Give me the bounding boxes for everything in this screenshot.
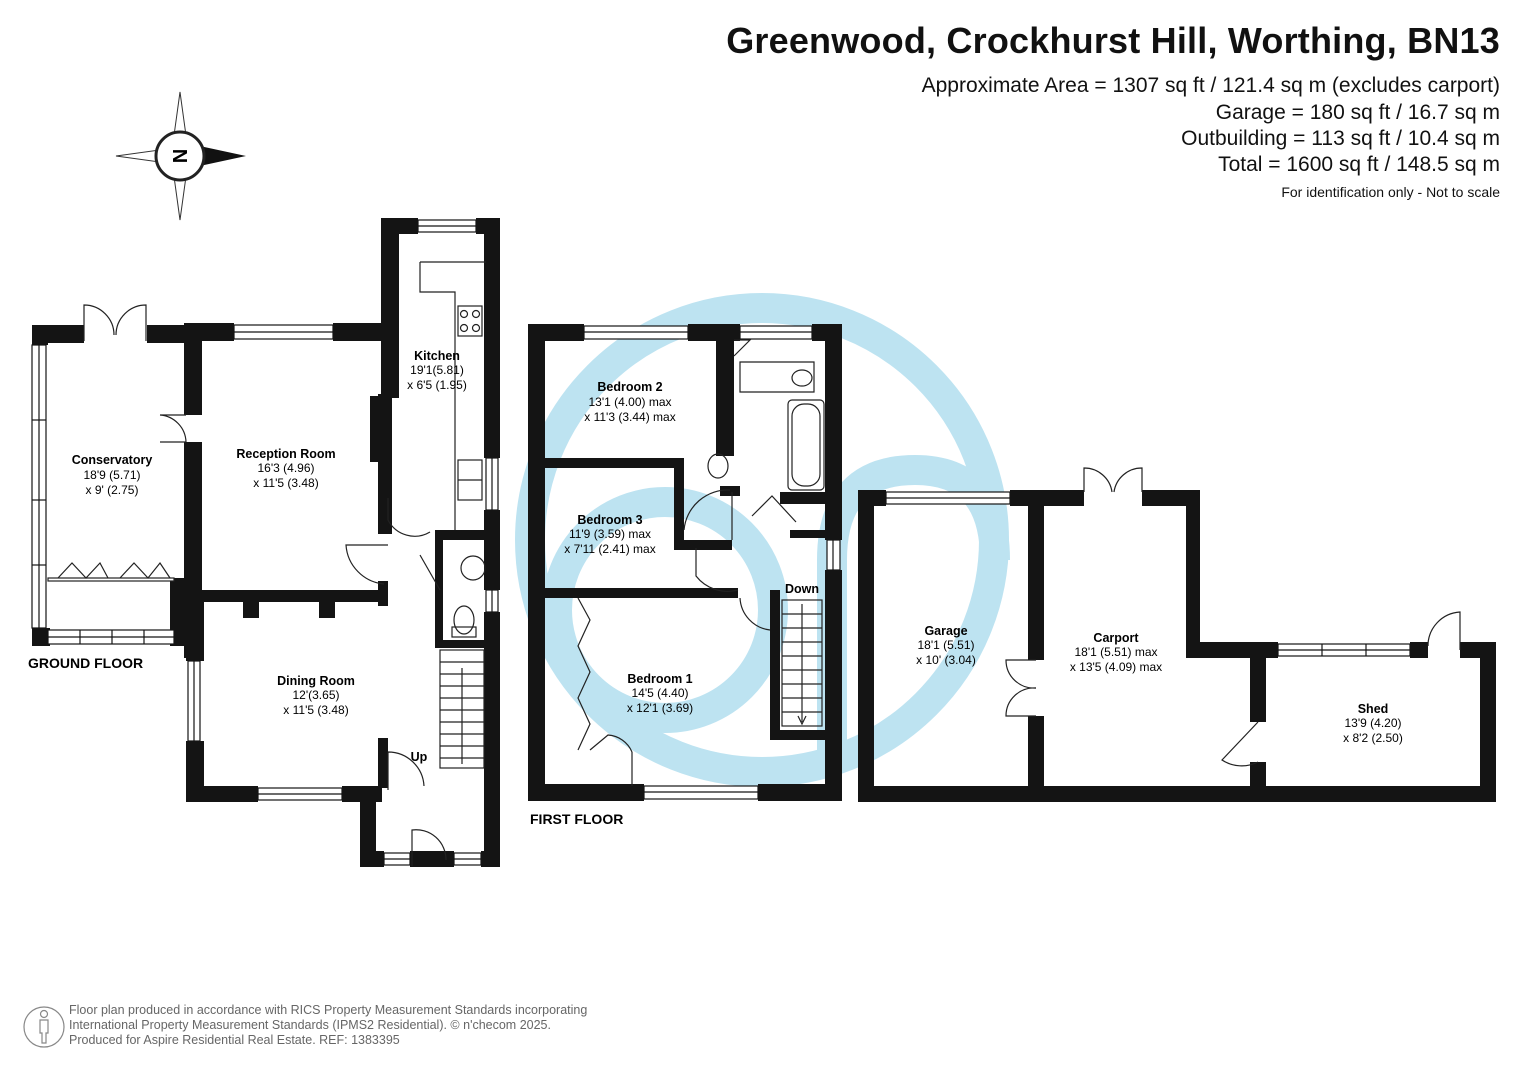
scale-note: For identification only - Not to scale — [1281, 184, 1500, 200]
room-name-garage: Garage — [924, 624, 967, 638]
room-name-reception: Reception Room — [236, 447, 335, 461]
first-floor-walls — [528, 324, 842, 801]
area-outbuilding: Outbuilding = 113 sq ft / 10.4 sq m — [1181, 127, 1500, 150]
footer-line-1: Floor plan produced in accordance with R… — [69, 1003, 588, 1017]
outbuilding-doors — [1005, 467, 1461, 767]
page-title: Greenwood, Crockhurst Hill, Worthing, BN… — [726, 20, 1500, 61]
room-dim-conservatory: 18'9 (5.71) — [84, 468, 141, 482]
area-garage: Garage = 180 sq ft / 16.7 sq m — [1215, 101, 1500, 124]
area-approx: Approximate Area = 1307 sq ft / 121.4 sq… — [921, 74, 1500, 97]
room-dim2-bedroom2: x 11'3 (3.44) max — [584, 410, 675, 424]
first-floor-fixtures — [577, 339, 825, 786]
room-dim-reception: 16'3 (4.96) — [258, 461, 315, 475]
room-dim-dining: 12'(3.65) — [293, 688, 340, 702]
room-dim2-reception: x 11'5 (3.48) — [253, 476, 318, 490]
person-icon — [23, 1006, 65, 1048]
room-dim-shed: 13'9 (4.20) — [1345, 716, 1402, 730]
footer-line-2: International Property Measurement Stand… — [69, 1018, 551, 1032]
first-floor-windows — [583, 325, 841, 800]
room-labels: Conservatory 18'9 (5.71) x 9' (2.75) Rec… — [28, 349, 1403, 827]
room-name-dining: Dining Room — [277, 674, 355, 688]
room-dim-kitchen: 19'1(5.81) — [410, 363, 464, 377]
ground-floor-walls — [32, 218, 500, 867]
room-name-kitchen: Kitchen — [414, 349, 460, 363]
room-dim-bedroom2: 13'1 (4.00) max — [589, 395, 672, 409]
ground-floor-windows — [31, 219, 499, 866]
room-dim2-kitchen: x 6'5 (1.95) — [407, 378, 467, 392]
area-total: Total = 1600 sq ft / 148.5 sq m — [1218, 153, 1500, 176]
ground-floor-fixtures — [47, 261, 486, 866]
room-name-conservatory: Conservatory — [72, 453, 153, 467]
room-dim2-garage: x 10' (3.04) — [916, 653, 976, 667]
room-dim2-bedroom1: x 12'1 (3.69) — [627, 701, 693, 715]
footer-line-3: Produced for Aspire Residential Real Est… — [69, 1033, 400, 1047]
room-name-shed: Shed — [1358, 702, 1389, 716]
room-name-bedroom1: Bedroom 1 — [627, 672, 692, 686]
room-name-bedroom3: Bedroom 3 — [577, 513, 642, 527]
room-name-bedroom2: Bedroom 2 — [597, 380, 662, 394]
room-dim-bedroom1: 14'5 (4.40) — [632, 686, 689, 700]
room-dim2-carport: x 13'5 (4.09) max — [1070, 660, 1162, 674]
room-dim2-dining: x 11'5 (3.48) — [283, 703, 348, 717]
room-name-carport: Carport — [1093, 631, 1139, 645]
room-dim-bedroom3: 11'9 (3.59) max — [569, 527, 651, 541]
room-dim-garage: 18'1 (5.51) — [918, 638, 975, 652]
stairs-up-label: Up — [411, 750, 428, 764]
compass-icon: N — [115, 91, 246, 221]
room-dim2-bedroom3: x 7'11 (2.41) max — [564, 542, 655, 556]
outbuilding-walls — [858, 490, 1496, 802]
first-floor-label: FIRST FLOOR — [530, 811, 623, 827]
room-dim-carport: 18'1 (5.51) max — [1075, 645, 1158, 659]
ground-floor-label: GROUND FLOOR — [28, 655, 143, 671]
room-dim2-shed: x 8'2 (2.50) — [1343, 731, 1403, 745]
compass-letter: N — [168, 149, 190, 163]
room-dim2-conservatory: x 9' (2.75) — [86, 483, 139, 497]
outbuilding-windows — [885, 491, 1411, 657]
stairs-down-label: Down — [785, 582, 819, 596]
